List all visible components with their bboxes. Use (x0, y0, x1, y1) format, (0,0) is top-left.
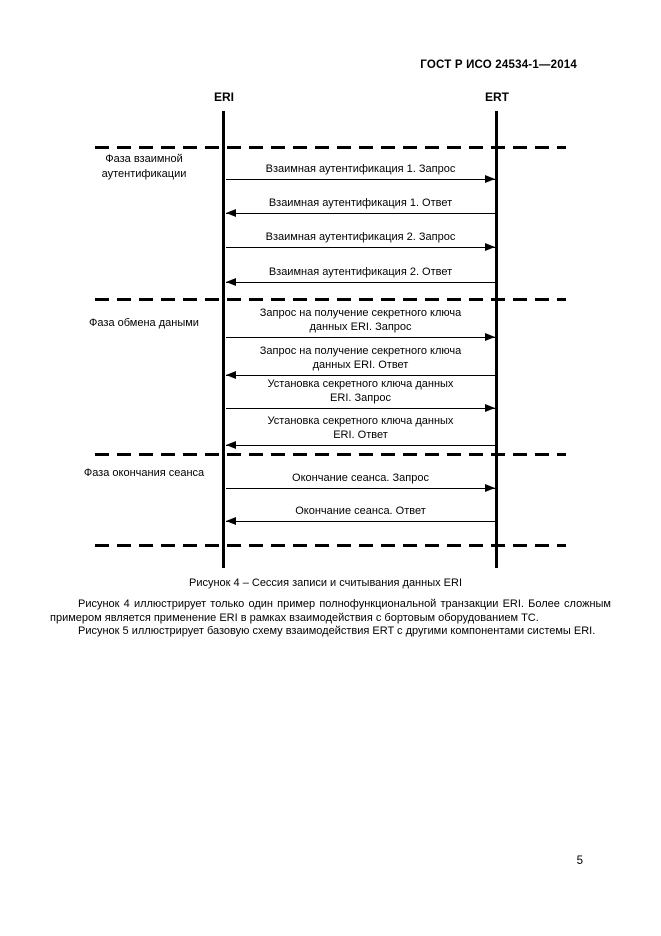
phase-label-session-end: Фаза окончания сеанса (58, 466, 230, 481)
actor-label-eri: ERI (213, 90, 235, 104)
arrow-right-icon (226, 175, 495, 183)
paragraph: Рисунок 5 иллюстрирует базовую схему вза… (78, 625, 596, 637)
paragraph: Рисунок 4 иллюстрирует только один приме… (50, 598, 611, 624)
phase-label-mutual-authentication: Фаза взаимной аутентификации (58, 152, 230, 181)
phase-divider (95, 453, 566, 456)
phase-divider (95, 544, 566, 547)
message-label: Взаимная аутентификация 1. Запрос (265, 163, 456, 175)
message-label: Установка секретного ключа данных (267, 415, 454, 427)
message-label: ERI. Ответ (333, 429, 388, 441)
arrow-right-icon (226, 484, 495, 492)
body-text: Рисунок 4 иллюстрирует только один приме… (50, 598, 611, 639)
message-set-secret-key-response: Установка секретного ключа данных ERI. О… (226, 414, 495, 449)
page-number: 5 (576, 855, 583, 867)
message-label: Запрос на получение секретного ключа (259, 307, 462, 319)
phase-label-data-exchange: Фаза обмена даными (58, 316, 230, 331)
lifeline-eri (222, 111, 225, 568)
message-label: ERI. Запрос (330, 392, 391, 404)
message-label: Взаимная аутентификация 1. Ответ (268, 197, 453, 209)
message-label: Взаимная аутентификация 2. Ответ (268, 266, 453, 278)
message-label: Окончание сеанса. Запрос (292, 472, 429, 484)
phase-divider (95, 146, 566, 149)
message-mutual-auth-2-request: Взаимная аутентификация 2. Запрос (226, 230, 495, 251)
actor-label-ert: ERT (485, 90, 509, 104)
message-label: Запрос на получение секретного ключа (259, 345, 462, 357)
message-get-secret-key-request: Запрос на получение секретного ключа дан… (226, 306, 495, 341)
arrow-right-icon (226, 333, 495, 341)
arrow-right-icon (226, 404, 495, 412)
message-label: данных ERI. Запрос (309, 321, 412, 333)
arrow-left-icon (226, 517, 495, 525)
message-mutual-auth-2-response: Взаимная аутентификация 2. Ответ (226, 265, 495, 286)
phase-label-line: Фаза обмена даными (89, 317, 199, 329)
message-label: данных ERI. Ответ (312, 359, 409, 371)
arrow-left-icon (226, 278, 495, 286)
message-label: Установка секретного ключа данных (267, 378, 454, 390)
message-get-secret-key-response: Запрос на получение секретного ключа дан… (226, 344, 495, 379)
document-header: ГОСТ Р ИСО 24534-1—2014 (420, 59, 577, 71)
message-mutual-auth-1-response: Взаимная аутентификация 1. Ответ (226, 196, 495, 217)
lifeline-ert (495, 111, 498, 568)
message-mutual-auth-1-request: Взаимная аутентификация 1. Запрос (226, 162, 495, 183)
arrow-left-icon (226, 441, 495, 449)
phase-label-line: Фаза окончания сеанса (83, 467, 205, 479)
message-set-secret-key-request: Установка секретного ключа данных ERI. З… (226, 377, 495, 412)
figure-caption: Рисунок 4 – Сессия записи и считывания д… (188, 577, 463, 589)
message-end-session-response: Окончание сеанса. Ответ (226, 504, 495, 525)
phase-divider (95, 298, 566, 301)
phase-label-line: аутентификации (101, 167, 187, 180)
message-label: Окончание сеанса. Ответ (295, 505, 426, 517)
message-end-session-request: Окончание сеанса. Запрос (226, 471, 495, 492)
phase-label-line: Фаза взаимной (105, 153, 183, 165)
arrow-left-icon (226, 371, 495, 379)
arrow-left-icon (226, 209, 495, 217)
message-label: Взаимная аутентификация 2. Запрос (265, 231, 456, 243)
arrow-right-icon (226, 243, 495, 251)
